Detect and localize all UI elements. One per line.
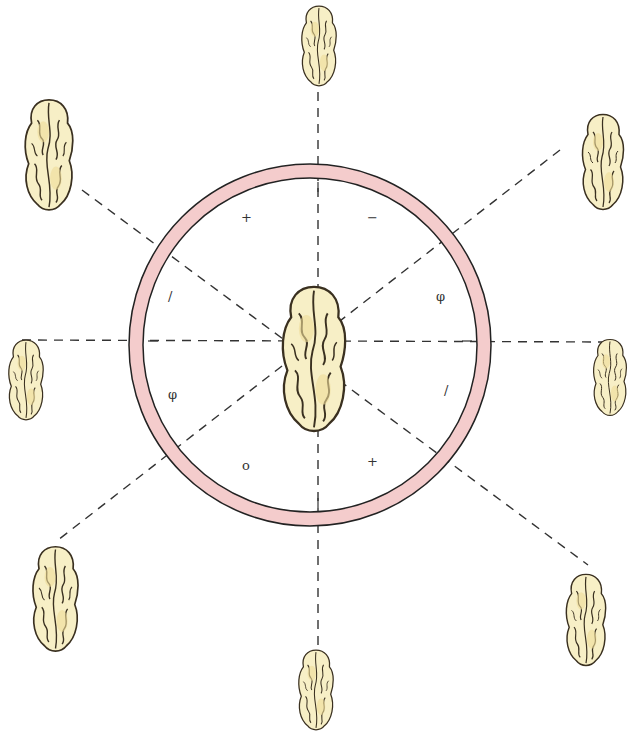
ring-mark: φ [436,290,445,303]
ring-mark: + [367,455,378,468]
ring-mark: φ [168,388,177,401]
ring-mark: / [444,384,448,397]
ring-mark: o [242,459,250,472]
ring-mark: / [168,290,172,303]
ring-mark: + [241,211,252,224]
ring-mark: − [367,211,378,224]
